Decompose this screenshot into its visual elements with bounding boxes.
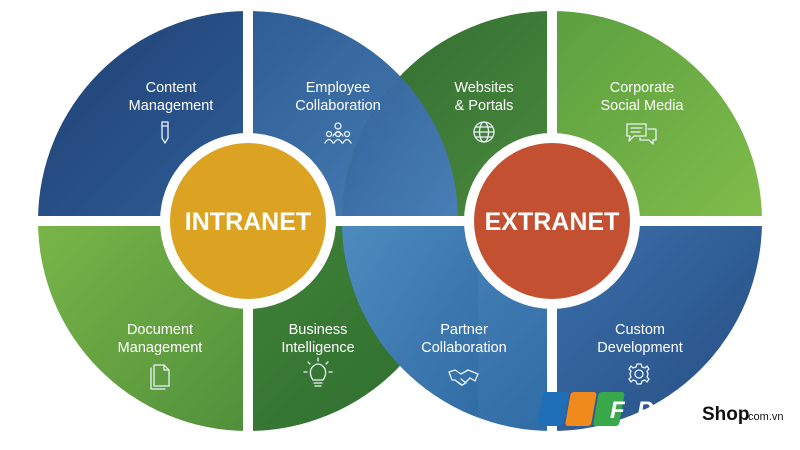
globe-icon (473, 121, 495, 143)
document-management-line1: Document (127, 322, 193, 338)
partner-collaboration-line1: Partner (440, 322, 488, 338)
document-management-line2: Management (118, 340, 203, 356)
employee-collaboration-line1: Employee (306, 80, 370, 96)
logo-letter-f: F (610, 397, 626, 424)
handshake-icon (448, 369, 479, 386)
logo-shop-text: Shop (702, 404, 750, 425)
custom-development-label: Custom Development (597, 322, 682, 356)
document-management-label: Document Management (118, 322, 203, 356)
websites-portals-line2: & Portals (455, 98, 514, 114)
logo-tile-f (537, 392, 569, 426)
logo-letter-t: T (664, 397, 681, 424)
business-intelligence-line2: Intelligence (281, 340, 354, 356)
intranet-hub[interactable]: INTRANET (160, 133, 336, 309)
content-management-line1: Content (146, 80, 197, 96)
corporate-social-media-line2: Social Media (600, 98, 684, 114)
corporate-social-media-line1: Corporate (610, 80, 674, 96)
websites-portals-label: Websites & Portals (454, 80, 513, 114)
websites-portals-line1: Websites (454, 80, 513, 96)
custom-development-line2: Development (597, 340, 682, 356)
partner-collaboration-label: Partner Collaboration (421, 322, 506, 356)
content-management-label: Content Management (129, 80, 214, 114)
logo-domain-text: .com.vn (745, 411, 784, 423)
employee-collaboration-line2: Collaboration (295, 98, 380, 114)
business-intelligence-label: Business Intelligence (281, 322, 354, 356)
logo-tile-p (565, 392, 597, 426)
team-icon (324, 122, 352, 144)
lightbulb-icon (303, 357, 333, 387)
business-intelligence-line1: Business (289, 322, 348, 338)
logo-letter-p: P (637, 397, 654, 424)
logo-tile-t (593, 392, 625, 426)
extranet-label: EXTRANET (485, 208, 620, 236)
custom-development-line1: Custom (615, 322, 665, 338)
content-management-line2: Management (129, 98, 214, 114)
corporate-social-media-label: Corporate Social Media (600, 80, 684, 114)
fpt-logo-mark: F P T (537, 392, 681, 426)
employee-collaboration-label: Employee Collaboration (295, 80, 380, 114)
document-icon (150, 364, 170, 390)
extranet-hub[interactable]: EXTRANET (464, 133, 640, 309)
partner-collaboration-line2: Collaboration (421, 340, 506, 356)
fpt-shop-logo: F P T Shop .com.vn (537, 392, 784, 426)
chat-icon (626, 123, 657, 145)
gear-icon (628, 363, 650, 385)
intranet-label: INTRANET (185, 208, 311, 236)
pencil-icon (161, 121, 169, 144)
